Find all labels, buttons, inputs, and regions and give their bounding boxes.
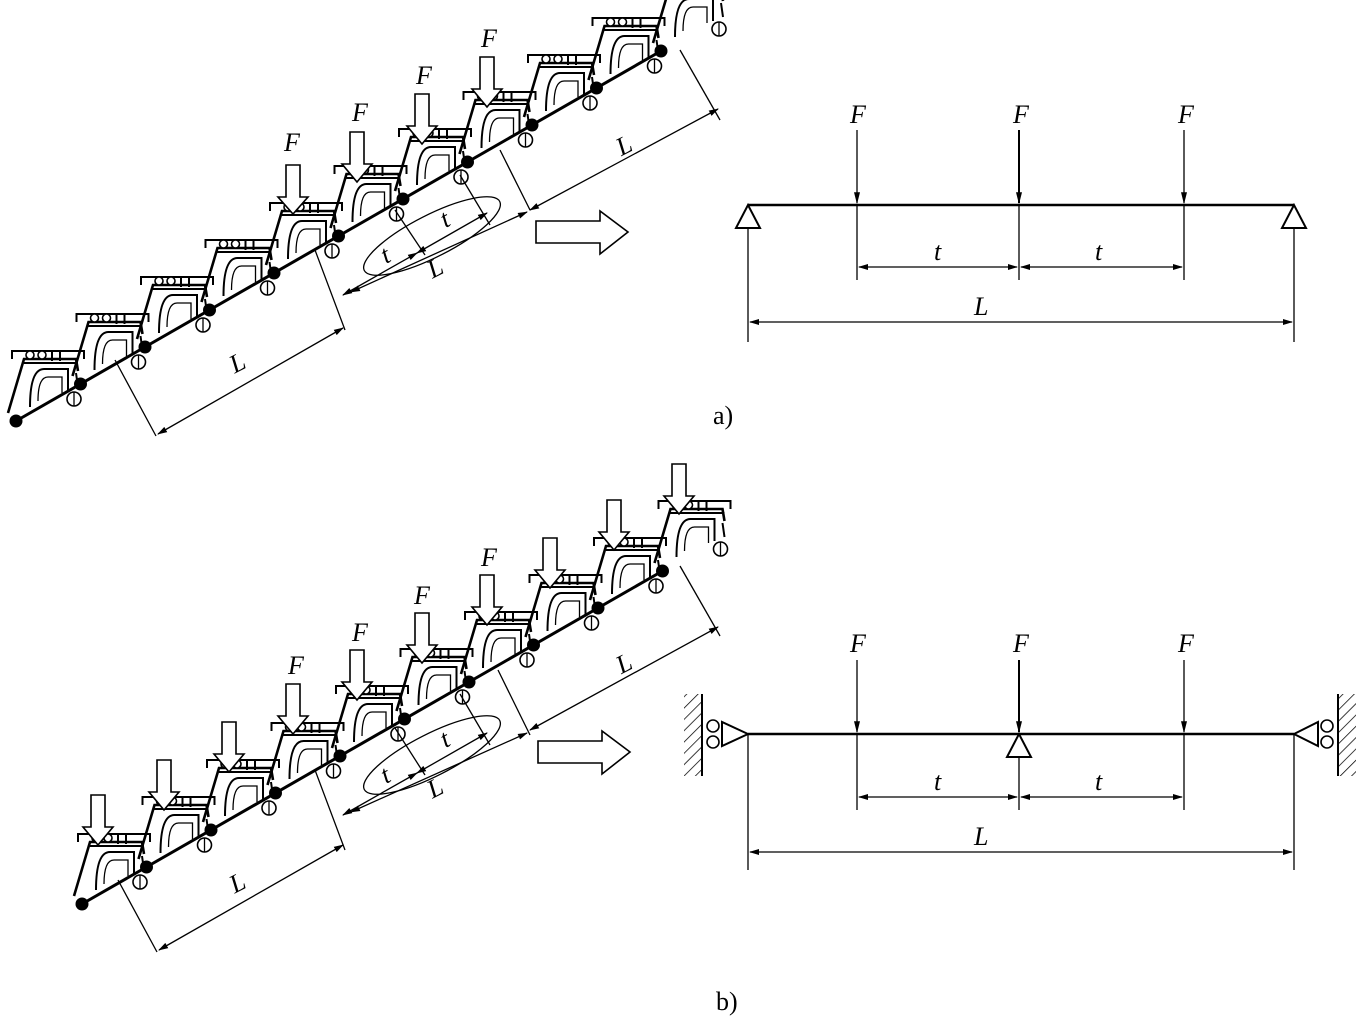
spacing-label: t bbox=[934, 767, 942, 796]
spacing-label: t bbox=[375, 760, 395, 789]
chain-pivot bbox=[525, 118, 539, 132]
chain-pivot bbox=[74, 377, 87, 391]
force-label: F bbox=[1177, 100, 1195, 129]
spacing-label: t bbox=[375, 240, 395, 269]
span-label: L bbox=[223, 347, 250, 380]
chain-pivot bbox=[267, 266, 281, 280]
spacing-label: t bbox=[435, 204, 455, 233]
spacing-label: t bbox=[934, 237, 942, 266]
chain-pivot bbox=[398, 712, 411, 726]
pin-support-left bbox=[734, 202, 762, 229]
chain-pivot bbox=[461, 155, 474, 169]
chain-pivot bbox=[204, 823, 218, 837]
chain-pivot bbox=[333, 749, 347, 763]
pin-support-middle bbox=[1005, 731, 1033, 758]
chain-pivot bbox=[591, 601, 605, 615]
chain-line bbox=[81, 569, 664, 906]
dimension-lines-a bbox=[114, 49, 721, 437]
panel-a-beam-model: F F F t t L bbox=[734, 100, 1308, 342]
chain-pivot bbox=[140, 860, 153, 874]
force-label: F bbox=[1012, 629, 1030, 658]
chain-pivot bbox=[590, 81, 603, 95]
caption-b: b) bbox=[716, 987, 738, 1016]
force-label: F bbox=[849, 629, 867, 658]
panel-a-conveyor: F F F F L t t L L bbox=[6, 0, 731, 437]
chain-pivot bbox=[332, 229, 345, 243]
span-label: L bbox=[421, 252, 448, 285]
chain-pivot bbox=[75, 897, 89, 911]
chain-pivot bbox=[138, 340, 152, 354]
chain-pivot bbox=[269, 786, 282, 800]
chain-pivot bbox=[656, 564, 669, 578]
spacing-label: t bbox=[1095, 237, 1103, 266]
conveyor-link bbox=[653, 499, 732, 565]
chain-pivot bbox=[9, 414, 23, 428]
force-arrows-a bbox=[276, 56, 504, 216]
force-label: F bbox=[1177, 629, 1195, 658]
span-label: L bbox=[223, 867, 250, 900]
force-label: F bbox=[415, 61, 433, 90]
chain-pivot bbox=[462, 675, 476, 689]
conveyor-chain-b bbox=[72, 499, 732, 911]
force-label: F bbox=[287, 651, 305, 680]
transform-arrow-b bbox=[537, 729, 632, 776]
force-label: F bbox=[480, 543, 498, 572]
dimension-lines-b bbox=[117, 565, 721, 953]
spacing-label: t bbox=[1095, 767, 1103, 796]
panel-b-conveyor: F F F F L t t L L bbox=[72, 463, 732, 953]
force-label: F bbox=[351, 618, 369, 647]
force-label: F bbox=[1012, 100, 1030, 129]
chain-pivot bbox=[654, 44, 668, 58]
span-label: L bbox=[421, 772, 448, 805]
span-label: L bbox=[610, 647, 637, 680]
wall-roller-support-left bbox=[684, 694, 751, 776]
pin-support-right bbox=[1280, 202, 1308, 229]
chain-pivot bbox=[527, 638, 540, 652]
force-labels-a: F F F F bbox=[283, 24, 498, 157]
force-label: F bbox=[480, 24, 498, 53]
force-label: F bbox=[351, 98, 369, 127]
spacing-label: t bbox=[435, 724, 455, 753]
span-label: L bbox=[973, 822, 988, 851]
chain-pivot bbox=[203, 303, 216, 317]
force-label: F bbox=[413, 581, 431, 610]
caption-a: a) bbox=[713, 401, 733, 430]
force-label: F bbox=[849, 100, 867, 129]
force-labels-b: F F F F bbox=[287, 543, 498, 680]
force-arrows-b bbox=[81, 463, 696, 847]
span-label: L bbox=[973, 292, 988, 321]
wall-roller-support-right bbox=[1291, 694, 1356, 776]
span-label: L bbox=[610, 129, 637, 162]
transform-arrow-a bbox=[535, 209, 630, 256]
panel-b-beam-model: F F F t t L bbox=[684, 629, 1356, 870]
force-label: F bbox=[283, 128, 301, 157]
chain-pivot bbox=[396, 192, 410, 206]
